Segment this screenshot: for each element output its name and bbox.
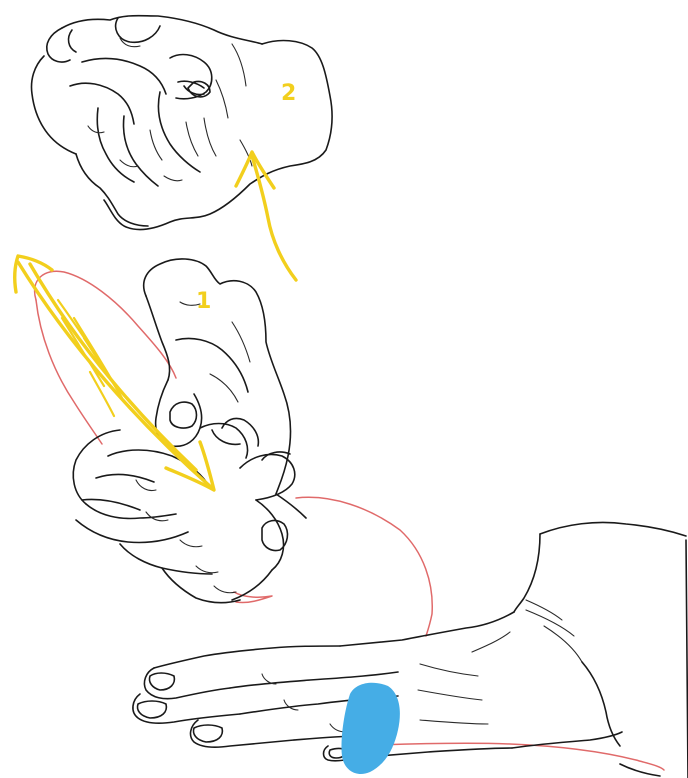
- highlight-marker: [341, 683, 399, 774]
- thumbnail: [170, 402, 197, 428]
- step-number-1: 1: [196, 289, 211, 314]
- flat-hand: [133, 522, 688, 778]
- fist-hand-2: [32, 16, 333, 230]
- pull-arrow: [15, 256, 214, 490]
- fingernail-middle: [138, 701, 167, 718]
- palm-guide: [296, 497, 432, 636]
- rotation-arrow: [236, 152, 296, 280]
- forearm-guide: [35, 271, 176, 378]
- fingernail: [262, 521, 287, 551]
- step-number-2: 2: [281, 81, 296, 106]
- fingernail-ring: [194, 725, 223, 742]
- hand-base-guide: [352, 743, 664, 770]
- fingernail-index: [149, 673, 174, 690]
- pinching-hand-1: [35, 259, 433, 636]
